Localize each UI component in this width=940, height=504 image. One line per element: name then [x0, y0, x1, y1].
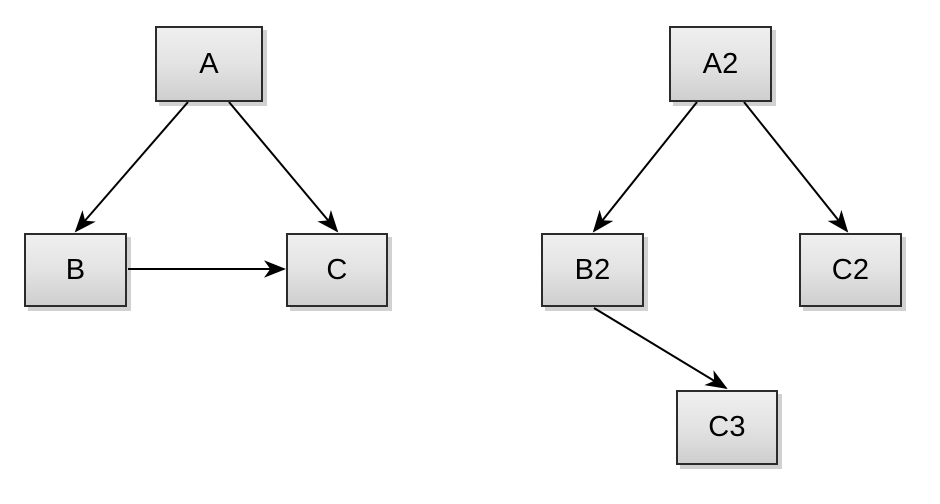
- node-b[interactable]: B: [24, 233, 127, 307]
- node-label-b: B: [65, 253, 86, 286]
- edge-b2-to-c3[interactable]: [593, 307, 728, 390]
- node-label-a: A: [199, 47, 219, 80]
- node-label-a2: A2: [702, 47, 739, 80]
- node-b2[interactable]: B2: [541, 233, 644, 307]
- node-c2[interactable]: C2: [799, 233, 902, 307]
- edge-a2-to-b2[interactable]: [592, 101, 698, 233]
- edges-group: [74, 101, 849, 390]
- edge-a-to-c[interactable]: [228, 101, 339, 233]
- node-a2[interactable]: A2: [669, 26, 772, 102]
- node-label-c3: C3: [708, 411, 746, 443]
- node-c3[interactable]: C3: [676, 390, 778, 465]
- node-label-b2: B2: [574, 253, 611, 286]
- node-label-c2: C2: [831, 253, 870, 286]
- node-c[interactable]: C: [286, 233, 388, 307]
- node-label-c: C: [326, 253, 348, 286]
- node-a[interactable]: A: [155, 26, 263, 102]
- edge-a2-to-c2[interactable]: [743, 101, 849, 233]
- edge-a-to-b[interactable]: [74, 101, 189, 233]
